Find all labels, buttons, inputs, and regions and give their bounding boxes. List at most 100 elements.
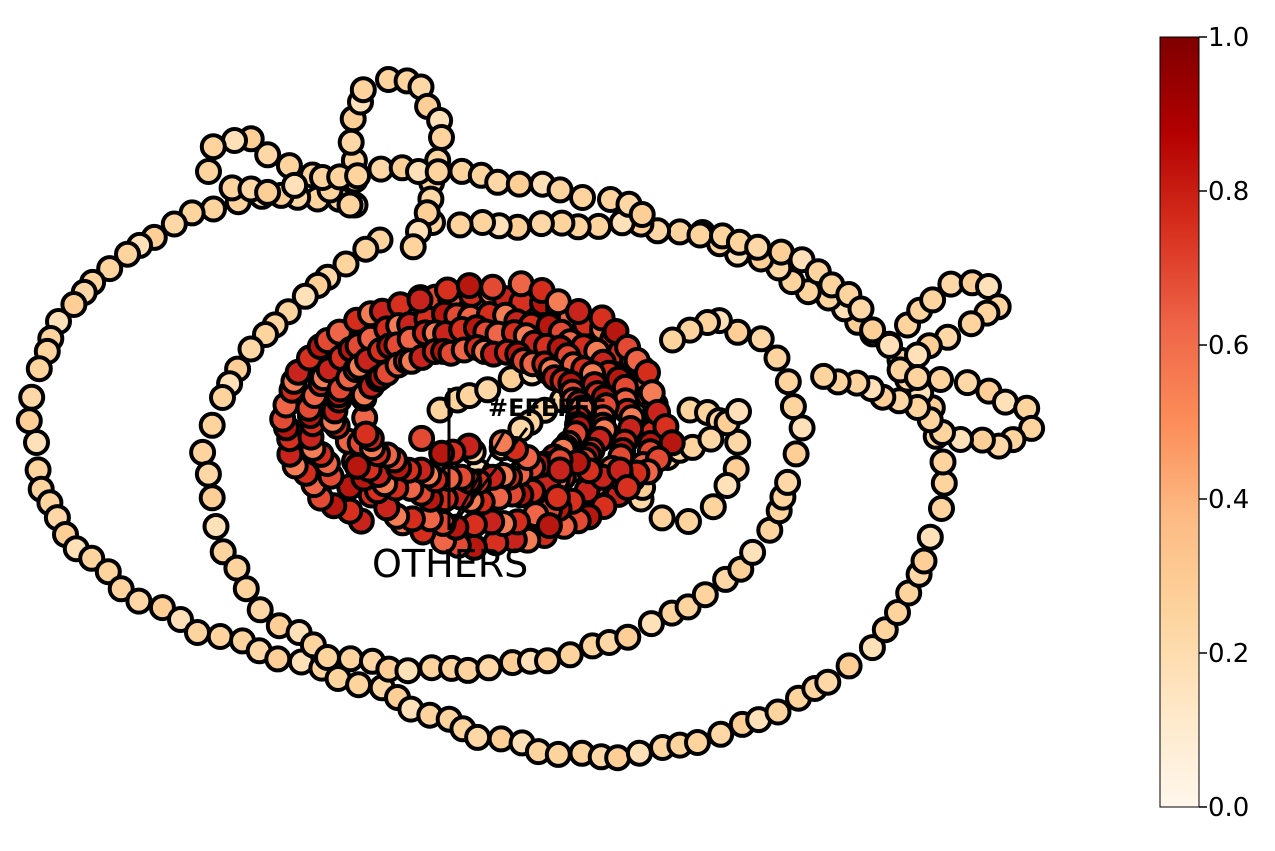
colorbar-tick-label: 0.8 [1208,177,1249,207]
bead [428,439,456,467]
bead [254,178,282,206]
bead [314,644,341,671]
bead [344,162,372,190]
bead [565,298,592,325]
bead [337,645,364,673]
bead [469,209,496,236]
pointer-line-3 [447,429,507,531]
bead [487,725,515,753]
bead [25,355,53,383]
bead [184,619,211,646]
bead [406,286,434,314]
bead [424,158,452,186]
bead [332,250,360,278]
bead [337,128,365,156]
bead [281,171,309,199]
bead [910,547,938,575]
bead [202,513,230,540]
bead [18,383,46,411]
bead [604,744,632,772]
bead [774,468,802,496]
bead [479,273,507,301]
bead [929,448,957,476]
bead [628,201,656,228]
high-value-beads [269,270,686,561]
bead [96,255,124,283]
bead [336,191,364,219]
bead [699,493,727,521]
bead [114,240,141,268]
bead [198,484,226,512]
bead [352,235,380,263]
bead [625,739,653,767]
bead [648,504,676,532]
colorbar-ticks: 0.00.20.40.60.81.0 [1199,23,1249,823]
bead [928,495,955,522]
bead [546,176,574,204]
pointer-line-2 [447,427,529,531]
bead [199,133,227,161]
colorbar-gradient [1159,36,1200,808]
bead [713,472,741,499]
bead [198,411,226,439]
bead [546,456,574,484]
bead [659,326,686,354]
bead [484,168,512,196]
bead [916,523,944,551]
bead [957,310,985,338]
bead [246,596,274,624]
bead [160,210,188,238]
bead [232,575,260,603]
bead [686,221,714,249]
bead [814,668,842,696]
bead [125,587,153,615]
bead [23,429,50,456]
bead [614,474,641,501]
bead [968,426,996,454]
bead [884,599,911,626]
bead [763,344,791,372]
bead [904,364,931,391]
low-value-beads [15,66,1046,772]
annotation-bottom-label: OTHERS [372,542,528,586]
bead [254,141,282,169]
bead [724,318,752,346]
bead [774,368,802,396]
bead [60,291,88,318]
bead [394,657,422,685]
bead [488,429,516,457]
bead [858,634,886,662]
bead [859,316,887,344]
bead [764,698,792,726]
bead [345,671,373,699]
bead [148,594,176,622]
bead [195,158,222,185]
bead [544,484,571,511]
bead [349,76,377,104]
bead [637,610,665,638]
bead [556,641,584,669]
bead [779,393,807,421]
bead [399,233,427,261]
bead [744,233,772,261]
bead [534,647,561,675]
bead [264,645,292,673]
bead [739,538,767,566]
colorbar-tick-label: 1.0 [1208,23,1249,53]
bead [697,425,725,453]
bead [684,729,711,756]
bead [434,276,461,304]
bead [614,623,642,651]
bead [810,362,838,390]
colorbar: 0.00.20.40.60.81.0 [1159,23,1249,823]
bead [782,440,810,468]
bead [428,124,455,151]
bead [352,420,380,448]
bead [475,654,503,682]
bead [15,407,43,435]
annotation-pointers [447,388,529,531]
bead [691,581,719,609]
bead [544,740,572,768]
bead [527,210,555,238]
